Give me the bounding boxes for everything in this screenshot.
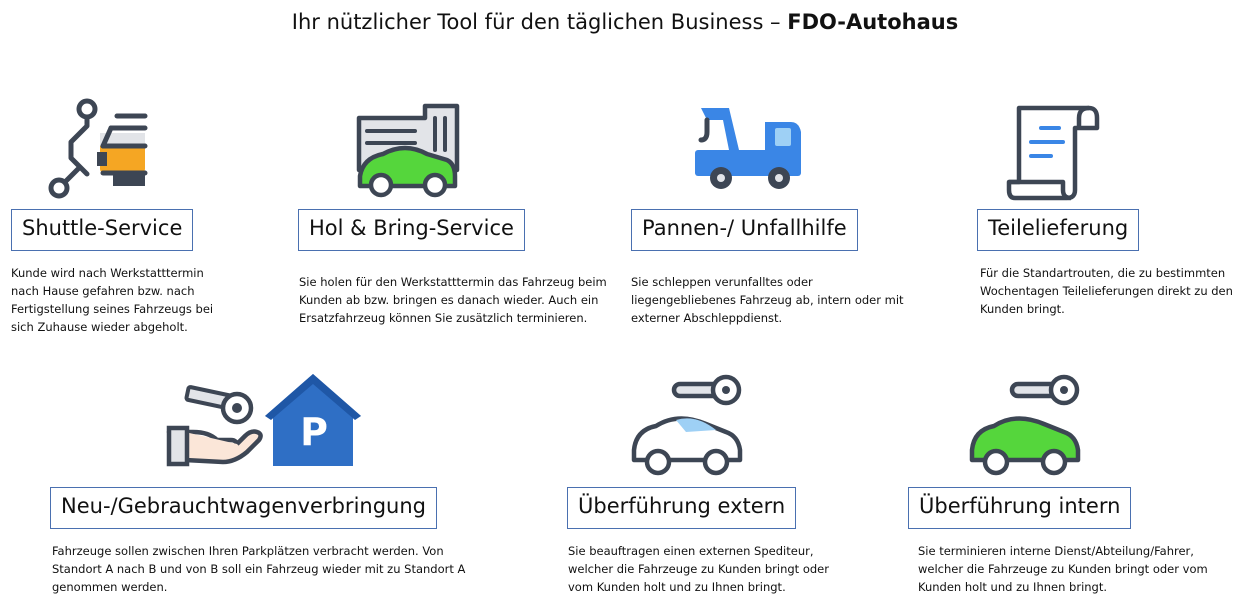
car-key-blue-icon <box>631 374 743 476</box>
parking-letter: P <box>300 410 328 454</box>
document-scroll-icon <box>1006 105 1100 201</box>
label-teilelieferung[interactable]: Teilelieferung <box>977 209 1140 251</box>
hand-key-parking-icon <box>166 374 361 467</box>
label-pannen-unfallhilfe[interactable]: Pannen-/ Unfallhilfe <box>631 209 858 251</box>
label-ueberfuehrung-extern[interactable]: Überführung extern <box>567 487 797 529</box>
label-neu-gebrauchtwagenverbringung[interactable]: Neu-/Gebrauchtwagenverbringung <box>50 487 437 529</box>
shuttle-route-icon <box>48 98 148 199</box>
desc-ueberfuehrung-extern: Sie beauftragen einen externen Spediteur… <box>568 544 829 594</box>
desc-neu-gebrauchtwagenverbringung: Fahrzeuge sollen zwischen Ihren Parkplät… <box>52 544 466 594</box>
tow-truck-icon <box>695 108 801 189</box>
label-shuttle-service[interactable]: Shuttle-Service <box>11 209 194 251</box>
label-hol-bring-service[interactable]: Hol & Bring-Service <box>298 209 525 251</box>
title-brand: FDO-Autohaus <box>787 10 959 34</box>
title-prefix: Ihr nützlicher Tool für den täglichen Bu… <box>291 10 788 34</box>
desc-pannen-unfallhilfe: Sie schleppen verunfalltes oder liegenge… <box>631 275 904 325</box>
desc-teilelieferung: Für die Standartrouten, die zu bestimmte… <box>980 266 1233 316</box>
desc-hol-bring-service: Sie holen für den Werkstatttermin das Fa… <box>299 275 607 325</box>
page-title: Ihr nützlicher Tool für den täglichen Bu… <box>0 10 1250 34</box>
car-key-green-icon <box>969 374 1081 476</box>
desc-ueberfuehrung-intern: Sie terminieren interne Dienst/Abteilung… <box>918 544 1208 594</box>
label-ueberfuehrung-intern[interactable]: Überführung intern <box>908 487 1132 529</box>
desc-shuttle-service: Kunde wird nach Werkstatttermin nach Hau… <box>11 266 214 334</box>
car-building-icon <box>356 103 460 198</box>
